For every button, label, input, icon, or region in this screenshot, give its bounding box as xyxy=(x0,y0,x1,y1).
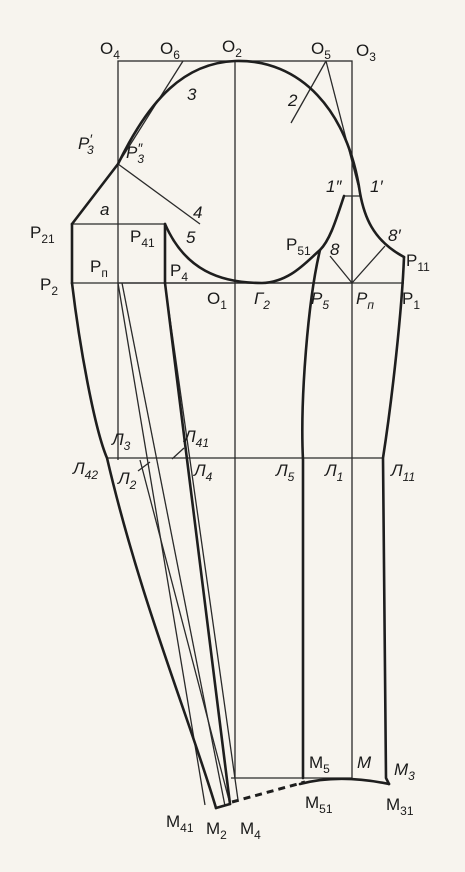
label-M2: M2 xyxy=(206,819,227,842)
label-L4: Л4 xyxy=(193,461,213,484)
label-P41: P41 xyxy=(130,227,155,250)
label-L42: Л42 xyxy=(72,459,98,482)
front-outer-seam xyxy=(70,281,218,810)
label-1-prime: 1′ xyxy=(370,177,383,196)
label-M31: M31 xyxy=(386,795,414,818)
underarm-curve xyxy=(163,194,346,285)
tangent-O5-1 xyxy=(325,60,361,194)
label-O4: O4 xyxy=(100,39,120,62)
label-M41: M41 xyxy=(166,812,194,835)
label-5: 5 xyxy=(186,228,196,247)
front-inner-seam xyxy=(163,281,232,806)
chord-8-Pn xyxy=(329,255,353,284)
label-P11: P11 xyxy=(406,251,430,274)
chord-P3-4 xyxy=(117,163,201,225)
label-1-double-prime: 1″ xyxy=(326,177,342,196)
label-3: 3 xyxy=(187,85,197,104)
contour-lines xyxy=(70,59,406,810)
label-L11: Л11 xyxy=(390,461,415,484)
point-labels: O4 O6 O2 O5 O3 3 2 P′3 P″3 1″ 1′ a 4 5 P… xyxy=(30,37,430,842)
sleeve-cap-curve xyxy=(70,59,406,259)
label-G2: Г2 xyxy=(254,289,270,312)
tick-L41 xyxy=(171,447,185,460)
label-L41: Л41 xyxy=(183,427,209,450)
label-M: M xyxy=(357,753,372,772)
tangent-O5 xyxy=(290,60,327,124)
label-M3: M3 xyxy=(394,760,415,783)
label-Pn-left: Pп xyxy=(90,257,108,280)
label-L5: Л5 xyxy=(275,461,295,484)
hem-M41-M2 xyxy=(214,802,232,810)
tangent-O6-P3 xyxy=(117,60,184,165)
label-L1: Л1 xyxy=(324,461,343,484)
back-outer-seam xyxy=(381,255,406,786)
back-inner-seam xyxy=(301,248,322,780)
tick-L3 xyxy=(137,461,151,472)
label-M5: M5 xyxy=(309,753,330,776)
label-P2: P2 xyxy=(40,275,58,298)
label-M51: M51 xyxy=(305,793,333,816)
label-8-prime: 8′ xyxy=(388,226,401,245)
hem-dashed-line xyxy=(231,780,306,804)
label-P3-prime: P′3 xyxy=(78,131,94,157)
label-O6: O6 xyxy=(160,39,180,62)
label-a: a xyxy=(100,200,109,219)
label-8: 8 xyxy=(330,240,340,259)
label-P4: P4 xyxy=(170,261,188,284)
label-L2: Л2 xyxy=(117,469,137,492)
construction-lines xyxy=(71,60,404,807)
label-L3: Л3 xyxy=(111,430,131,453)
label-P3-double-prime: P″3 xyxy=(126,140,144,166)
label-O1: O1 xyxy=(207,289,227,312)
label-P5: P5 xyxy=(311,289,329,312)
label-O2: O2 xyxy=(222,37,242,60)
label-P51: P51 xyxy=(286,235,311,258)
label-2: 2 xyxy=(287,91,298,110)
front-seam-line-4 xyxy=(164,282,239,801)
label-O3: O3 xyxy=(356,41,376,64)
hem-back-curve xyxy=(298,777,391,786)
chord-8p-Pn xyxy=(351,245,386,284)
label-P21: P21 xyxy=(30,223,55,246)
label-O5: O5 xyxy=(311,39,331,62)
label-Pn-right: Pп xyxy=(356,289,374,312)
label-4: 4 xyxy=(193,203,202,222)
label-P1: P1 xyxy=(402,289,420,312)
front-seam-line-3 xyxy=(139,459,231,805)
label-M4: M4 xyxy=(240,819,261,842)
